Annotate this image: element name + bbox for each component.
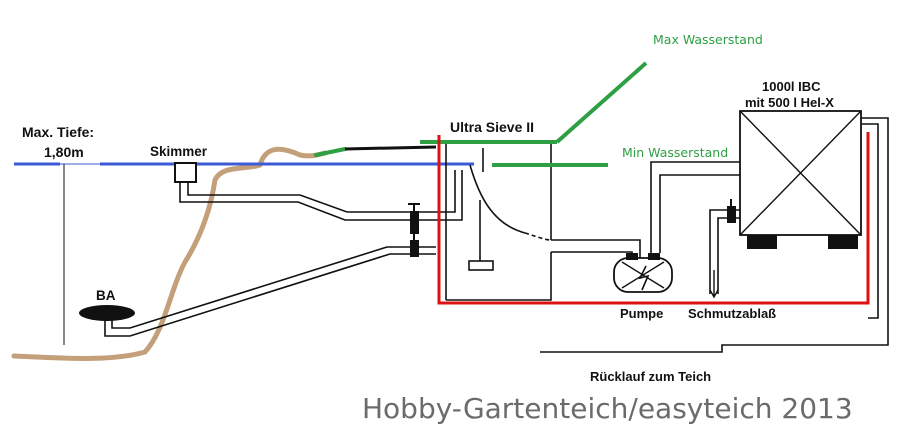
skimmer-pipe-outer <box>179 182 436 221</box>
pump-port-left <box>626 253 638 260</box>
ultra-sieve-label: Ultra Sieve II <box>450 119 534 135</box>
return-line-black-outer <box>540 117 889 353</box>
pump-diagonal-2 <box>621 261 665 289</box>
min-water-level-label: Min Wasserstand <box>622 145 728 160</box>
ultra-sieve-wall-bottom <box>446 252 552 301</box>
watermark-text: Hobby-Gartenteich/easyteich 2013 <box>362 392 853 425</box>
sieve-float <box>468 260 494 271</box>
max-depth-label-1: Max. Tiefe: <box>22 124 94 140</box>
bottom-drain-label: BA <box>96 288 116 303</box>
drain-arrow-icon <box>709 270 719 299</box>
ibc-foot-left <box>747 235 777 249</box>
return-line-black-inner <box>861 123 879 319</box>
ibc-label-2: mit 500 l Hel-X <box>745 95 834 110</box>
sieve-to-pump-outer <box>551 239 641 258</box>
bank-green-section <box>314 147 347 157</box>
drain-valve-label: Schmutzablaß <box>688 306 776 321</box>
bottom-drain-pipe-outer <box>104 253 436 337</box>
drain-valve <box>727 206 736 223</box>
bottom-drain-pipe-inner <box>111 246 436 329</box>
pump-port-right <box>648 253 660 260</box>
sieve-inlet-top <box>436 170 456 213</box>
drain-pipe-inner <box>717 217 740 294</box>
bottom-drain-valve <box>410 240 419 257</box>
ibc-cross-2 <box>739 110 862 236</box>
skimmer-box <box>174 162 197 183</box>
sieve-to-pump-inner <box>551 251 633 258</box>
sieve-screen-dashed <box>524 232 552 241</box>
max-depth-label-2: 1,80m <box>44 144 84 160</box>
skimmer-pipe-inner <box>187 182 436 213</box>
ibc-label-1: 1000l IBC <box>762 79 821 94</box>
skimmer-label: Skimmer <box>150 144 208 159</box>
ibc-foot-right <box>828 235 858 249</box>
return-line-red <box>437 132 870 305</box>
sieve-screen <box>469 164 526 234</box>
pump-lightning-icon <box>638 265 650 291</box>
pond-bank <box>11 146 328 361</box>
max-level-pointer <box>555 61 648 144</box>
sieve-inlet-bottom <box>436 170 463 221</box>
bank-black-section <box>344 145 437 151</box>
return-to-pond-label: Rücklauf zum Teich <box>590 369 711 384</box>
pump-to-ibc-outer <box>650 161 740 253</box>
bottom-drain <box>79 305 135 321</box>
pump-to-ibc-inner <box>659 174 740 253</box>
pump-label: Pumpe <box>620 306 663 321</box>
max-water-level-label: Max Wasserstand <box>653 32 763 47</box>
skimmer-valve <box>410 211 419 234</box>
